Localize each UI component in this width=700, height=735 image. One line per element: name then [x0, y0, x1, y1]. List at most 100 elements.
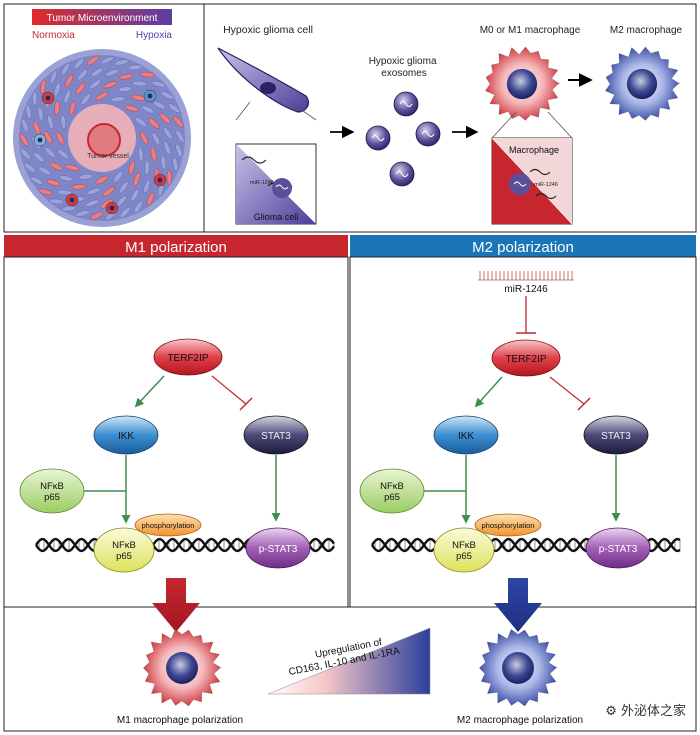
tumor-cell [133, 200, 143, 214]
tumor-cell [55, 131, 65, 145]
mirna-1246-strand [478, 271, 574, 281]
inset2-mirna-label: miR-1246 [534, 182, 558, 188]
tumor-cell [160, 155, 167, 170]
tumor-cell [175, 129, 185, 143]
hypoxic-glioma-exosomes-label: Hypoxic glioma exosomes [369, 56, 440, 79]
m2-macrophage-label: M2 macrophage [610, 25, 683, 36]
tumor-vessel-label: Tumor vessel [87, 153, 129, 160]
tumor-cell [103, 81, 118, 89]
tumor-microenvironment-panel: Tumor Microenvironment Normoxia Hypoxia … [3, 3, 205, 233]
m2-header-bar [350, 235, 696, 257]
watermark-text: 外泌体之家 [620, 704, 686, 719]
m2-ikk-node [433, 415, 499, 455]
m2-pstat3-label: p-STAT3 [599, 544, 638, 555]
m1-header: M1 polarization [125, 239, 227, 256]
glioma-cell-label: Glioma cell [254, 212, 299, 222]
m2-macrophage-polarization-label: M2 macrophage polarization [457, 715, 583, 726]
tumor-cell [133, 172, 141, 187]
m1-nfkb-p65-node [93, 527, 155, 573]
tumor-cell [73, 57, 85, 70]
tumor-cell [53, 82, 61, 97]
tumor-cell [49, 70, 58, 84]
glioma-cell-inset: miR-1246 Glioma cell [235, 143, 317, 225]
tumor-cell [49, 198, 64, 205]
tumor-cell [25, 104, 32, 119]
m1-pstat3-label: p-STAT3 [259, 544, 298, 555]
tumor-macrophage-nucleus [37, 137, 43, 143]
tumor-cell [60, 114, 66, 130]
macrophage-inset-label: Macrophage [509, 145, 559, 155]
tumor-cell [49, 162, 63, 171]
tumor-cell [159, 113, 171, 124]
tumor-cell [57, 189, 72, 196]
tumor-cell [86, 187, 101, 195]
m2-phosphorylation-label: phosphorylation [482, 521, 535, 530]
tumor-cell [40, 79, 47, 94]
m0-m1-macrophage-cell [484, 46, 561, 121]
tumor-cell [160, 91, 174, 100]
m2-nfkb-p65-node [433, 527, 495, 573]
tumor-cell [128, 160, 135, 175]
tumor-cell [75, 210, 90, 217]
tumor-cell [47, 114, 54, 130]
tumor-cell [118, 181, 129, 194]
tumor-cell [163, 127, 173, 140]
m1-phosphorylation-label: phosphorylation [142, 521, 195, 530]
tumor-cell [132, 80, 147, 87]
tumor-cell [113, 170, 124, 183]
tumor-cell [61, 62, 71, 76]
m2-macrophage-cell [478, 628, 559, 707]
m2-mirna-label: miR-1246 [504, 284, 548, 295]
m2-terf2ip-node [491, 339, 561, 377]
tumor-macrophage-nucleus [147, 93, 153, 99]
tumor-cell [20, 148, 31, 160]
upregulation-gradient-wedge [267, 627, 431, 695]
tumor-cell [119, 206, 131, 219]
tumor-cell [78, 174, 94, 180]
tumor-cell [151, 132, 161, 146]
tumor-cell [71, 184, 87, 190]
tme-legend-bar [32, 9, 172, 25]
tumor-cell [46, 179, 61, 187]
exosome-mirna [395, 170, 409, 178]
tumor-cell [172, 157, 179, 172]
m2-phosphorylation-node [474, 513, 542, 537]
exosome-mirna [371, 134, 385, 142]
tumor-vessel [87, 123, 121, 157]
m1-down-arrow [152, 578, 200, 632]
tumor-cell [95, 91, 109, 101]
tumor-cell [100, 56, 114, 65]
exosome-mirna [399, 100, 413, 108]
tumor-cell [130, 188, 140, 202]
tme-legend-title: Tumor Microenvironment [47, 13, 158, 24]
tumor-cell [119, 73, 134, 80]
m1-stat3-node [243, 415, 309, 455]
m1-terf2ip-node [153, 338, 223, 376]
m2-ikk-label: IKK [458, 431, 474, 442]
tumor-cell [143, 179, 151, 194]
tumor-cell [163, 141, 171, 155]
tumor-cell [63, 89, 71, 104]
tumor-cell [44, 147, 56, 158]
tumor-cell [138, 146, 144, 162]
tumor-cell [175, 143, 183, 158]
tumor-cell [173, 116, 184, 128]
macrophage-nucleus [502, 652, 534, 684]
normoxia-label: Normoxia [32, 30, 75, 41]
tumor-mass-illustration: Tumor vessel [13, 49, 191, 227]
tumor-cell [77, 69, 88, 81]
hypoxic-glioma-cell-label: Hypoxic glioma cell [223, 24, 313, 36]
tumor-cell [146, 192, 155, 206]
tumor-cell [32, 91, 38, 106]
m1-stat3-label: STAT3 [261, 431, 291, 442]
exosome-panel: Hypoxic glioma cell miR-1246 Glioma cell… [203, 3, 697, 233]
tumor-cell [141, 105, 155, 114]
tumor-cell [85, 199, 99, 207]
m2-macrophage-cell-top [604, 46, 681, 121]
tumor-macrophage-nucleus [45, 95, 51, 101]
tumor-cell [91, 67, 104, 77]
